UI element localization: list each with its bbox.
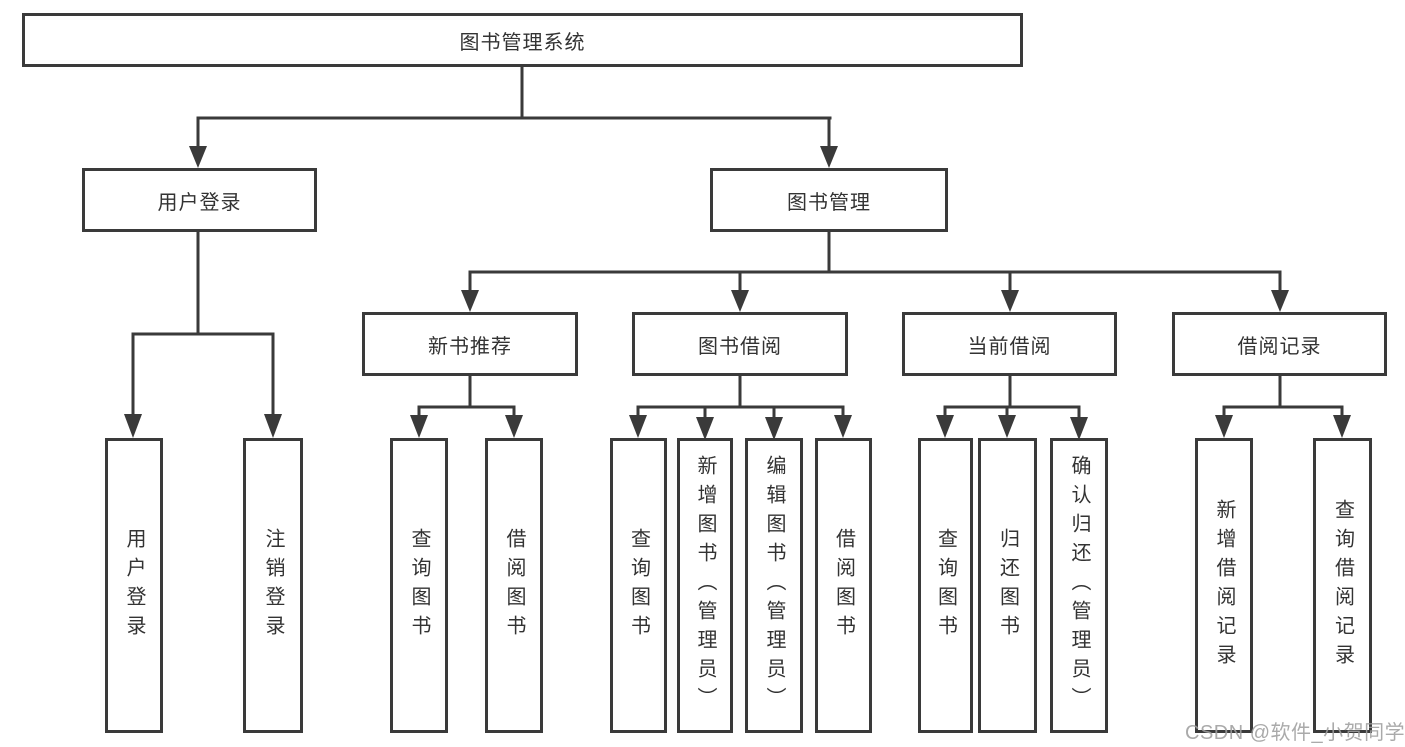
leaf-borrow-books-recommendation: 借阅图书 [485,438,543,733]
leaf-query-books-recommendation: 查询图书 [390,438,448,733]
leaf-query-books-borrowing: 查询图书 [610,438,667,733]
node-current-borrowing: 当前借阅 [902,312,1117,376]
node-label: 用户登录 [123,527,145,644]
leaf-user-login: 用户登录 [105,438,163,733]
csdn-watermark: CSDN @软件_小贺同学 [1185,722,1405,744]
leaf-add-books-admin: 新增图书（管理员） [677,438,733,733]
node-label: 注销登录 [262,527,284,644]
leaf-return-books: 归还图书 [978,438,1037,733]
node-book-borrowing: 图书借阅 [632,312,848,376]
leaf-logout: 注销登录 [243,438,303,733]
leaf-borrow-books-borrowing: 借阅图书 [815,438,872,733]
node-new-book-recommendation: 新书推荐 [362,312,578,376]
node-label: 图书管理系统 [459,31,586,54]
leaf-confirm-return-admin: 确认归还（管理员） [1050,438,1108,733]
node-label: 查询图书 [408,527,430,644]
node-label: 借阅图书 [832,527,855,644]
node-label: 查询图书 [627,527,650,644]
leaf-query-borrow-record: 查询借阅记录 [1313,438,1372,733]
node-label: 查询图书 [934,527,957,644]
node-label: 编辑图书（管理员） [763,455,785,716]
node-label: 新增借阅记录 [1213,498,1235,673]
node-label: 借阅图书 [503,527,525,644]
node-label: 图书借阅 [698,335,782,358]
node-label: 用户登录 [157,191,242,214]
node-label: 借阅记录 [1237,335,1322,358]
leaf-add-borrow-record: 新增借阅记录 [1195,438,1253,733]
node-user-login-branch: 用户登录 [82,168,317,232]
node-borrowing-records: 借阅记录 [1172,312,1387,376]
node-library-management-system: 图书管理系统 [22,13,1023,67]
node-label: 当前借阅 [967,335,1052,358]
node-label: 归还图书 [996,527,1019,644]
node-book-management-branch: 图书管理 [710,168,948,232]
node-label: 确认归还（管理员） [1068,455,1090,716]
leaf-query-books-current: 查询图书 [918,438,973,733]
node-label: 查询借阅记录 [1331,498,1354,673]
node-label: 新书推荐 [428,335,512,358]
leaf-edit-books-admin: 编辑图书（管理员） [745,438,803,733]
node-label: 图书管理 [787,191,871,214]
node-label: 新增图书（管理员） [694,455,716,716]
